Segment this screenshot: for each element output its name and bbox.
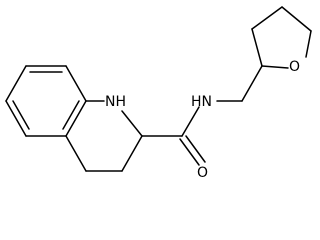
bond: [241, 65, 263, 102]
bond: [5, 65, 27, 102]
bond: [251, 28, 263, 67]
chemical-structure: NH HN O O: [5, 6, 312, 179]
bond: [121, 135, 143, 172]
amide-nh-label: HN: [191, 94, 212, 110]
ring-nh-label: NH: [105, 94, 126, 110]
bond: [65, 135, 87, 172]
bond: [181, 106, 200, 137]
carbonyl-double-bond: [179, 138, 200, 166]
bond: [305, 30, 312, 58]
bond: [121, 110, 143, 137]
ring-oxygen-label: O: [289, 59, 300, 75]
bond: [65, 65, 87, 102]
bond: [281, 6, 312, 32]
bond: [251, 6, 283, 30]
aromatic-bond: [12, 100, 30, 130]
atom-labels: NH HN O O: [105, 59, 300, 179]
carbonyl-double-bond: [185, 135, 206, 163]
carbonyl-oxygen-label: O: [197, 165, 208, 179]
bond: [261, 65, 289, 69]
bond: [5, 100, 27, 137]
bond: [65, 100, 87, 137]
bonds: [5, 6, 312, 172]
aromatic-bond: [62, 100, 80, 130]
